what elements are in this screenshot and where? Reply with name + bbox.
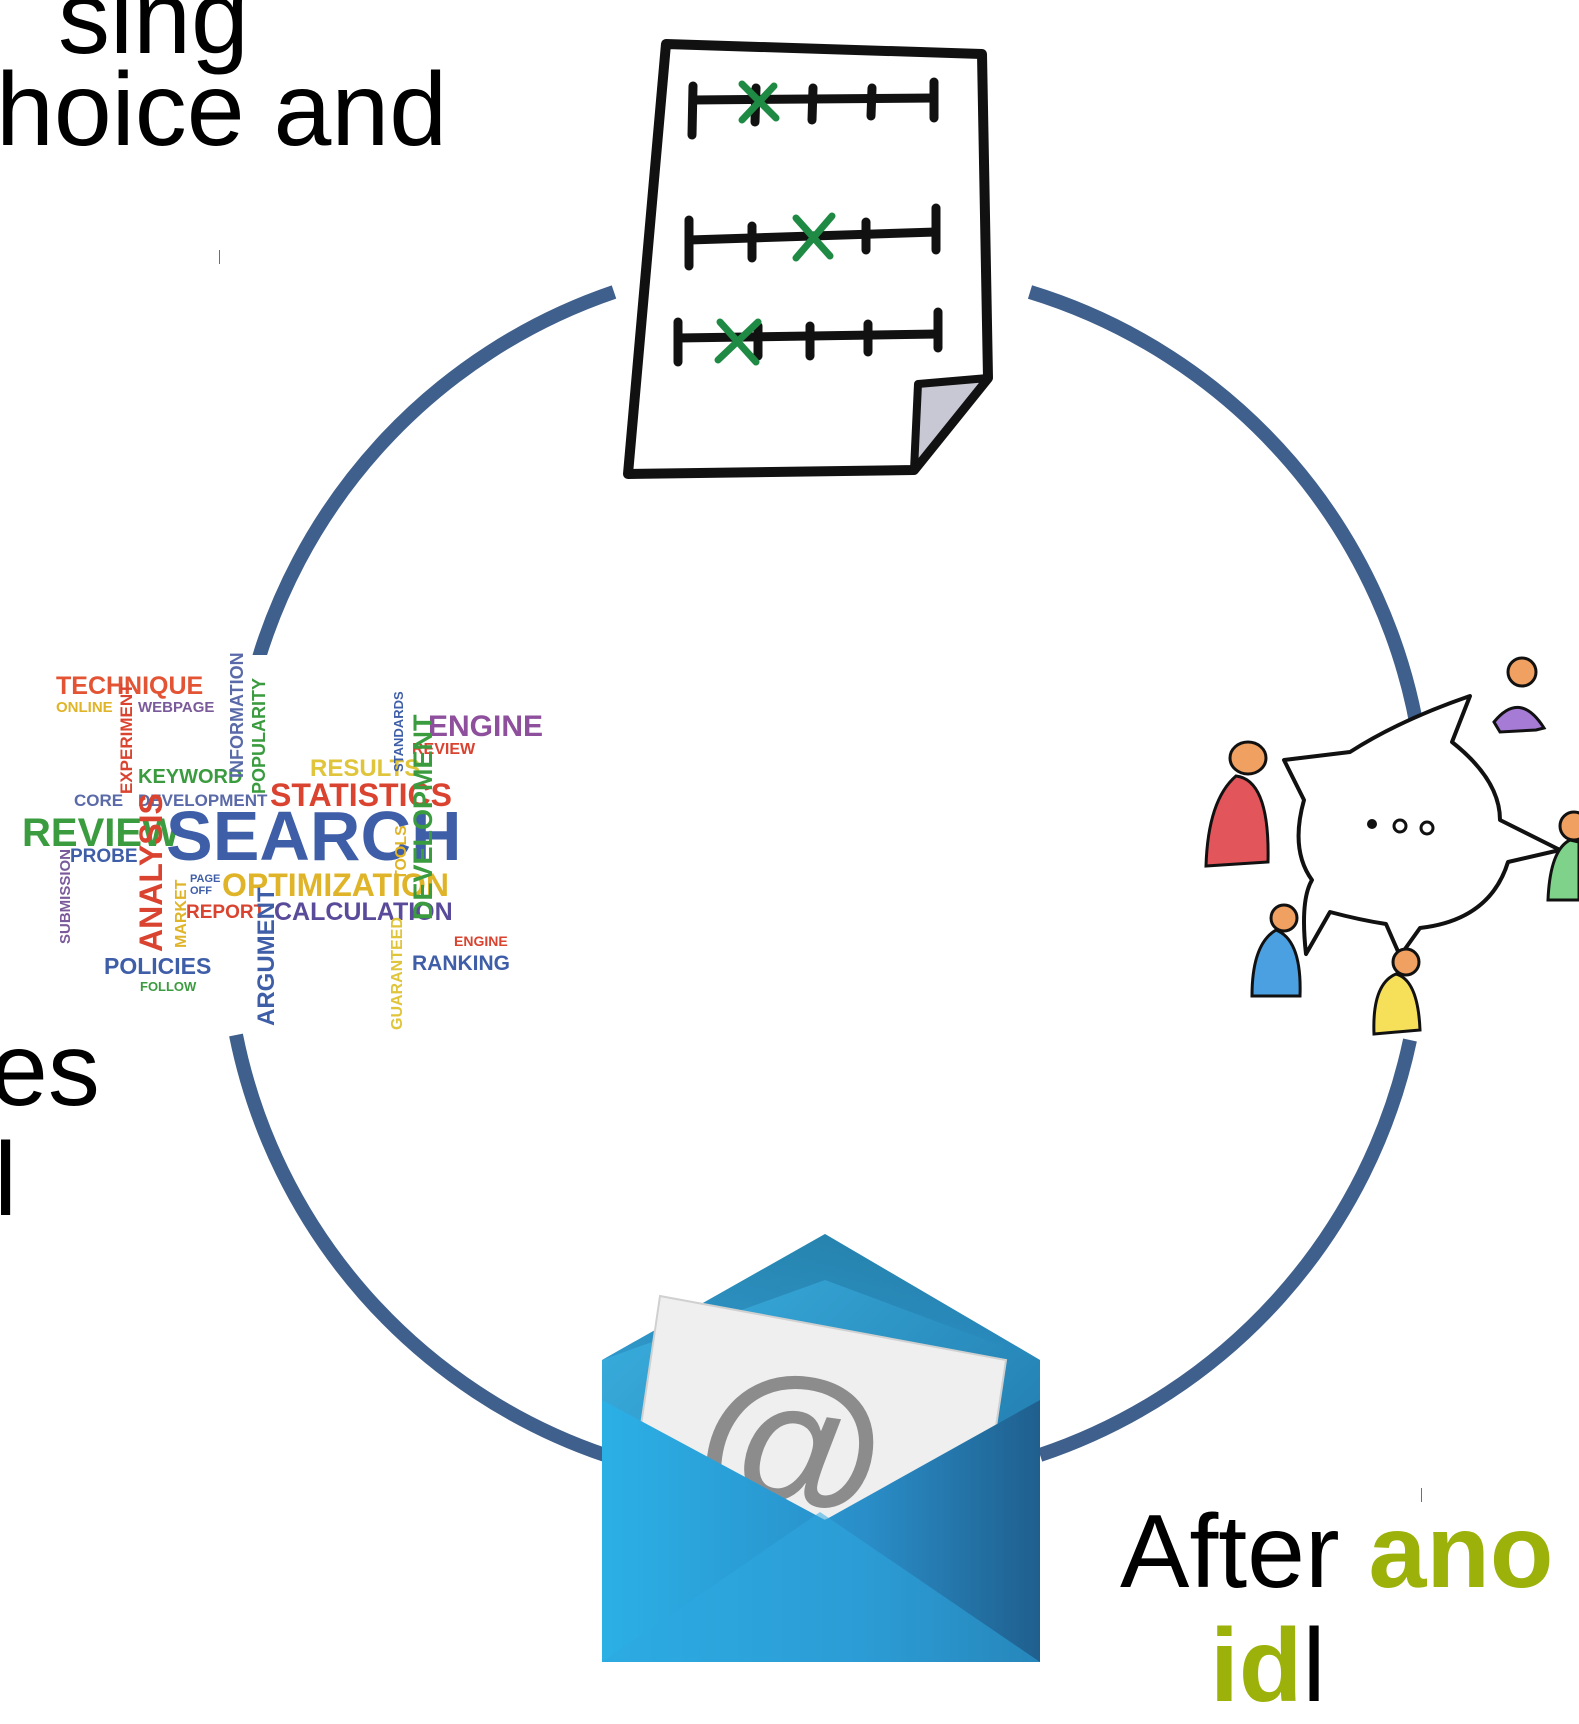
svg-text:SUBMISSION: SUBMISSION [57,849,74,944]
svg-text:TOOLS: TOOLS [393,825,410,880]
svg-text:STATISTICS: STATISTICS [270,777,452,813]
email-envelope-icon: @ [602,1234,1040,1662]
search-word-cloud-icon: TECHNIQUE ONLINE WEBPAGE ENGINE REVIEW R… [22,652,543,1030]
svg-text:POPULARITY: POPULARITY [249,678,269,794]
svg-text:SEARCH: SEARCH [166,797,462,875]
person-yellow-icon [1372,947,1422,1036]
svg-text:ENGINE: ENGINE [428,710,543,743]
svg-text:DEVELOPMENT: DEVELOPMENT [138,791,268,810]
ring-arc-bottom-right [1037,1038,1417,1462]
svg-text:ANALYSIS: ANALYSIS [133,793,169,952]
svg-text:RESULTS: RESULTS [310,755,420,782]
diagram-svg: TECHNIQUE ONLINE WEBPAGE ENGINE REVIEW R… [22,39,1579,1662]
svg-text:ARGUMENT: ARGUMENT [253,887,280,1026]
svg-text:WEBPAGE: WEBPAGE [138,699,214,716]
svg-text:INFORMATION: INFORMATION [227,652,247,778]
person-blue-icon [1250,903,1302,998]
cursor-tick-mark [1421,1488,1422,1502]
ring-arc-bottom-left [229,1033,608,1462]
svg-text:GUARANTEED: GUARANTEED [389,917,406,1030]
svg-text:MARKET: MARKET [173,879,190,948]
questionnaire-document-icon [623,39,993,479]
text-fragment-top: sing [58,0,249,76]
svg-text:ONLINE: ONLINE [56,699,113,716]
svg-text:OPTIMIZATION: OPTIMIZATION [222,867,449,903]
person-purple-icon [1492,656,1547,734]
svg-text:EXPERIMENT: EXPERIMENT [117,683,136,794]
person-green-icon [1546,810,1579,902]
text-fragment-left-second: l [0,1122,18,1238]
svg-text:DEVELOPMENT: DEVELOPMENT [408,714,438,920]
svg-text:TECHNIQUE: TECHNIQUE [56,672,203,700]
svg-text:POLICIES: POLICIES [104,953,211,979]
text-fragment-bottom-right: After ano [1120,1500,1553,1604]
svg-text:RANKING: RANKING [412,952,510,975]
text-fragment-bottom-right-plain: After [1120,1494,1369,1610]
svg-text:PAGE: PAGE [190,873,220,885]
svg-text:STANDARDS: STANDARDS [391,691,406,772]
text-fragment-top-second: hoice and [0,52,448,168]
text-fragment-left: es [0,1012,100,1128]
ring-arc-top-left [243,285,617,692]
svg-text:OFF: OFF [190,885,212,897]
cycle-ring [229,285,1427,1462]
svg-text:CALCULATION: CALCULATION [274,898,453,926]
person-red-icon [1204,740,1270,868]
svg-text:ENGINE: ENGINE [454,933,508,949]
svg-text:REVIEW: REVIEW [412,741,476,758]
text-fragment-bottom-right-highlight: ano [1368,1494,1554,1610]
svg-text:PROBE: PROBE [70,846,138,867]
group-discussion-icon [1204,656,1579,1036]
svg-text:CORE: CORE [74,791,123,810]
cursor-tick-mark [219,250,220,264]
svg-text:FOLLOW: FOLLOW [140,979,197,994]
svg-text:REVIEW: REVIEW [22,811,180,855]
svg-text:KEYWORD: KEYWORD [138,766,242,788]
ring-arc-top-right [1027,285,1427,747]
svg-text:REPORT: REPORT [186,902,266,923]
